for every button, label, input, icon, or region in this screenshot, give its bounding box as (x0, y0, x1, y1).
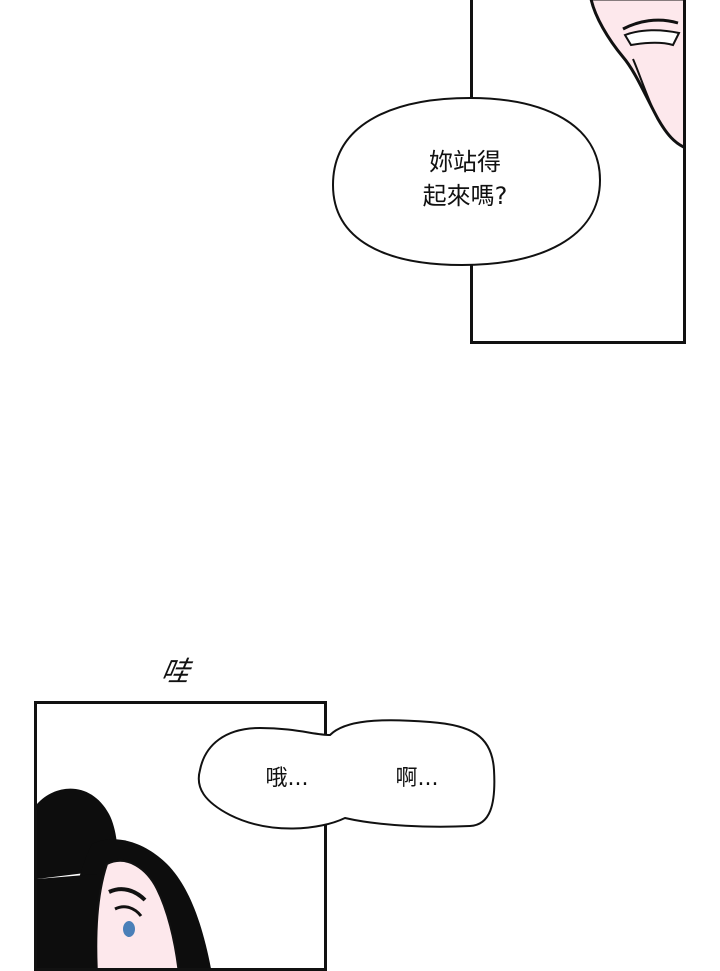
speech-text-top: 妳站得 起來嗎? (395, 145, 535, 213)
speech-line-1: 妳站得 (429, 148, 501, 176)
character-crying-art (37, 788, 211, 968)
character-face-art (589, 0, 683, 149)
speech-text-bottom-right: 啊... (395, 766, 439, 791)
speech-text-bottom-left: 哦... (265, 766, 309, 791)
speech-line-2: 起來嗎? (422, 182, 508, 210)
